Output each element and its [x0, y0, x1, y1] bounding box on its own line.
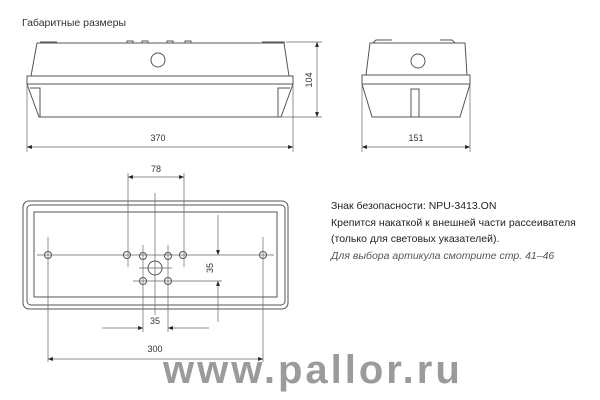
dim-151: 151 — [408, 133, 423, 143]
dim-35-horizontal: 35 — [150, 316, 160, 326]
cable-entry-icon — [147, 260, 163, 276]
dim-78: 78 — [151, 164, 161, 174]
dim-370: 370 — [150, 133, 165, 143]
dim-300: 300 — [147, 344, 162, 354]
height-dimension: 104 — [281, 41, 322, 118]
product-info: Знак безопасности: NPU-3413.ON Крепится … — [331, 198, 576, 264]
drawing-title: Габаритные размеры — [22, 17, 126, 29]
front-view: 370 — [26, 40, 294, 152]
info-mounting: Крепится накаткой к внешней части рассеи… — [331, 216, 576, 229]
side-view: 151 — [361, 39, 471, 152]
dim-104: 104 — [304, 72, 314, 87]
info-note: (только для световых указателей). — [331, 233, 500, 245]
watermark: www.pallor.ru — [163, 348, 463, 392]
cable-entry-icon — [410, 53, 426, 69]
dim-35-vertical: 35 — [205, 263, 215, 273]
info-sign-model: Знак безопасности: NPU-3413.ON — [331, 200, 497, 212]
info-reference: Для выбора артикула смотрите стр. 41–46 — [331, 249, 555, 262]
cable-entry-icon — [150, 52, 166, 68]
bottom-view: 78 35 35 300 — [22, 164, 289, 362]
